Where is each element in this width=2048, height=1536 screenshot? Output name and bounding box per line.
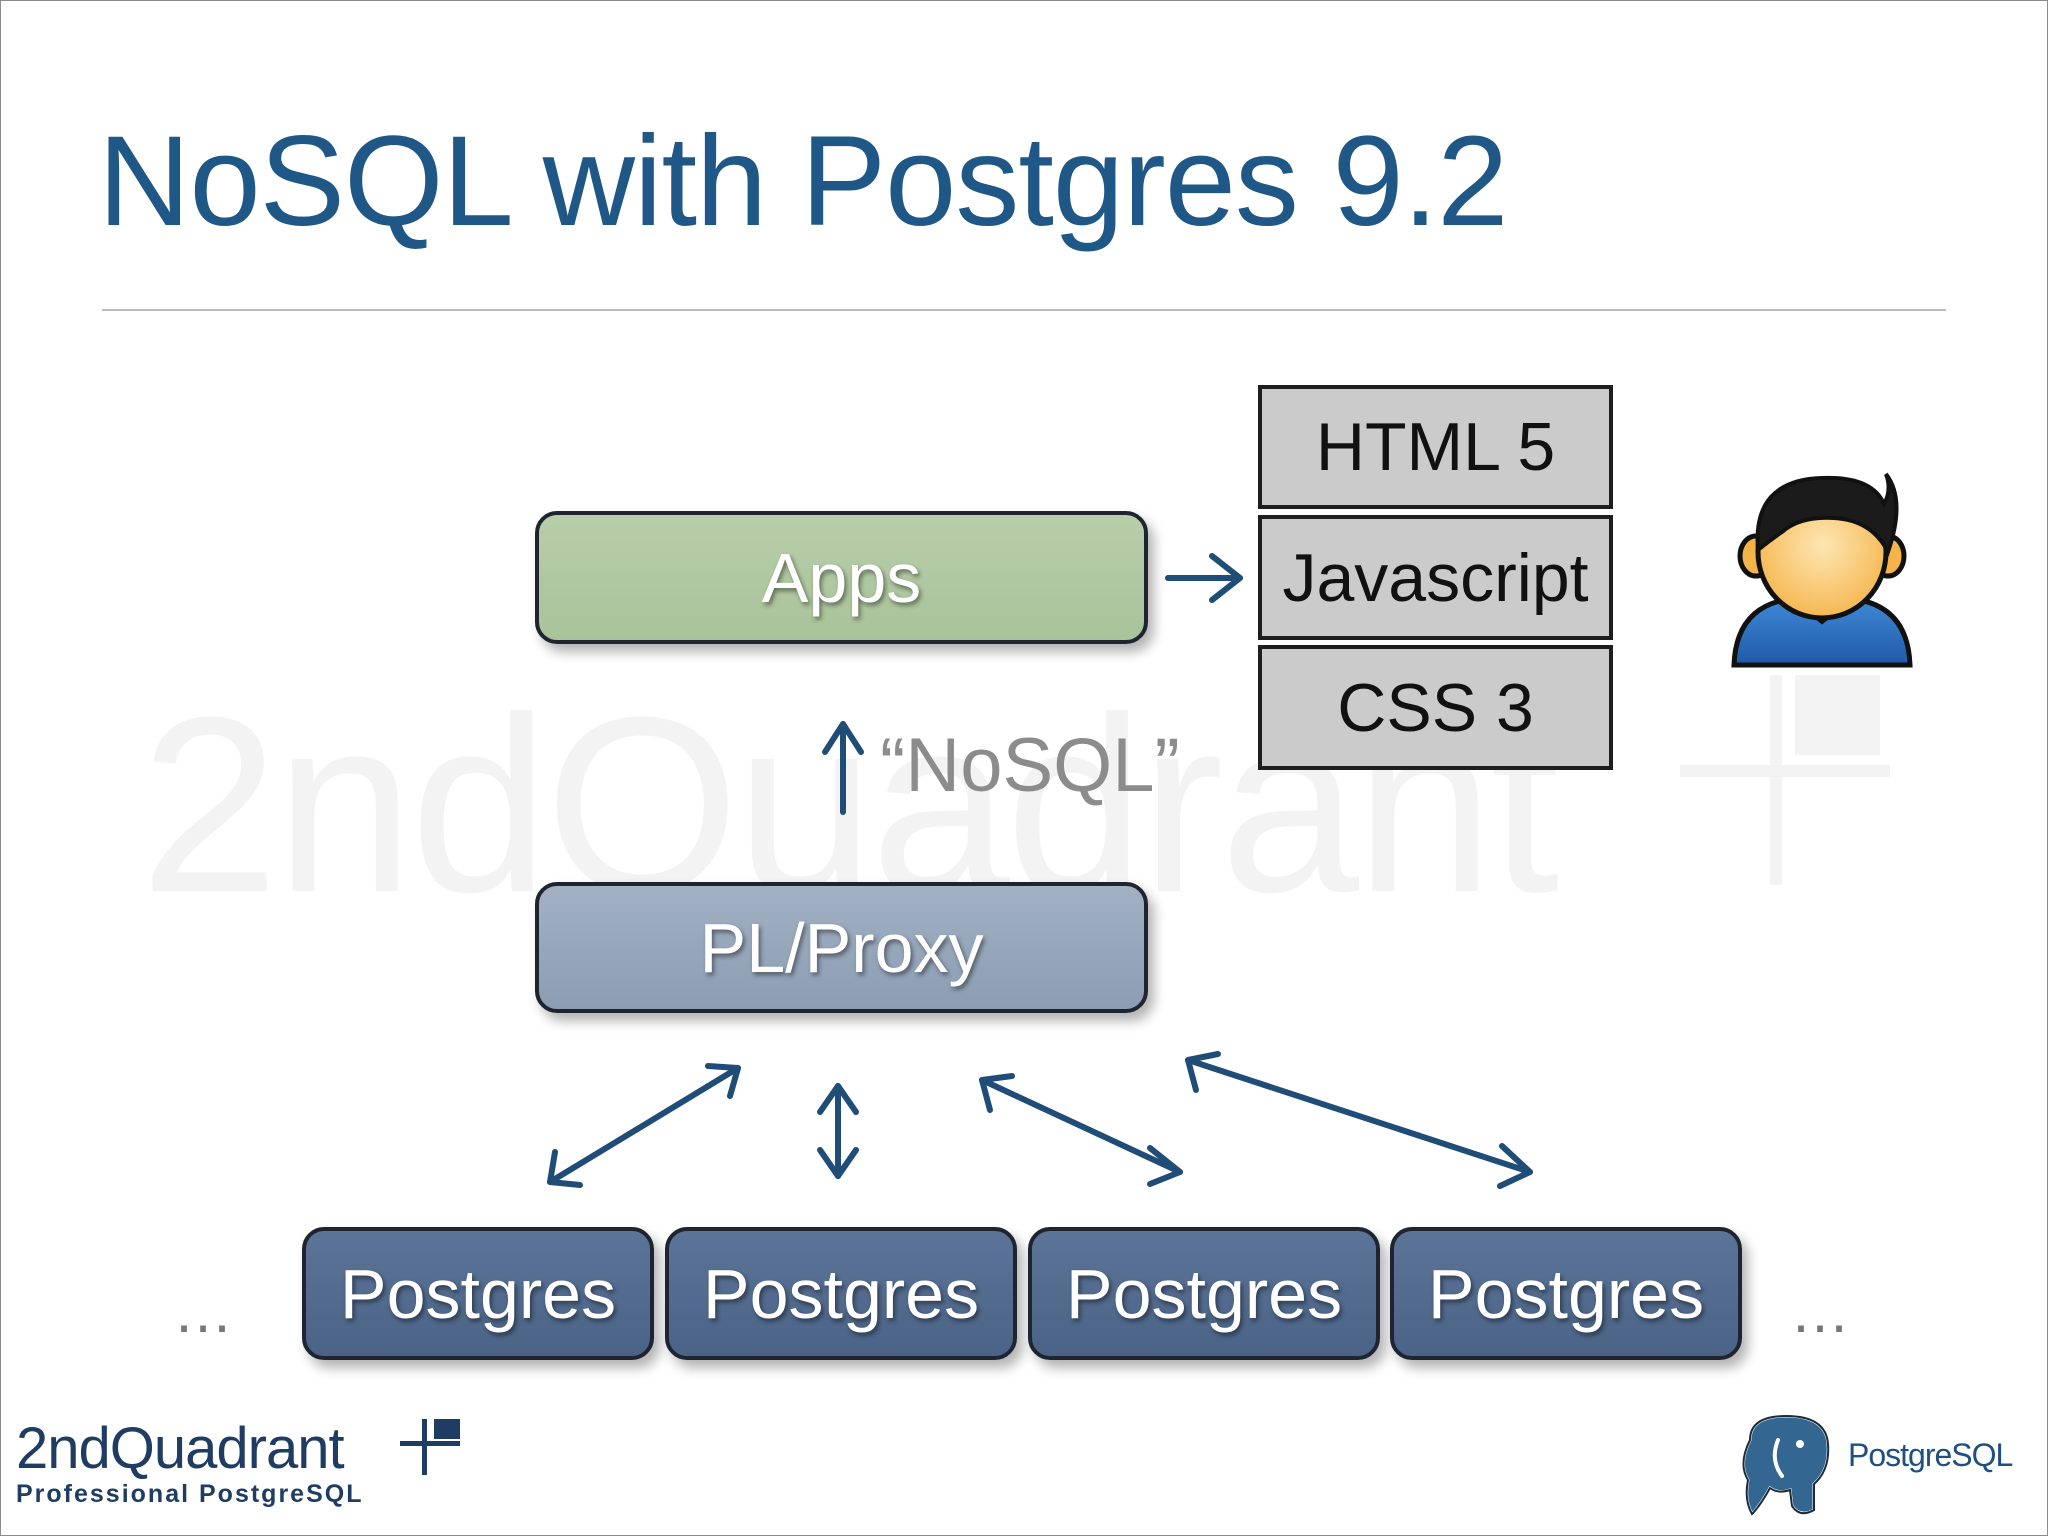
apps-to-web-arrowhead: [1209, 553, 1243, 603]
watermark-logo-mark: [1680, 675, 1890, 885]
company-logo-tagline: Professional PostgreSQL: [16, 1480, 364, 1508]
ellipsis-right: …: [1790, 1278, 1856, 1345]
postgres-node-3: Postgres: [1028, 1227, 1380, 1360]
pg4-proxy-arrow: [1185, 1057, 1533, 1175]
postgres-node-4: Postgres: [1390, 1227, 1742, 1360]
apps-box: Apps: [535, 511, 1148, 644]
ellipsis-left: …: [173, 1278, 239, 1345]
nosql-label: “NoSQL”: [880, 723, 1180, 808]
postgresql-elephant-icon: [1742, 1414, 1830, 1517]
company-logo-mark-icon: [400, 1419, 460, 1475]
pg1-proxy-arrow: [547, 1065, 741, 1185]
company-logo: 2ndQuadrant Professional PostgreSQL: [16, 1420, 363, 1509]
slide-title: NoSQL with Postgres 9.2: [98, 110, 1508, 253]
web-stack-html5: HTML 5: [1258, 385, 1613, 509]
nosql-up-arrowhead: [822, 721, 864, 755]
web-stack-css3: CSS 3: [1258, 645, 1613, 770]
postgres-node-2: Postgres: [665, 1227, 1017, 1360]
company-logo-name: 2ndQuadrant: [16, 1416, 345, 1481]
title-divider: [102, 309, 1946, 311]
postgres-node-1: Postgres: [302, 1227, 654, 1360]
pl-proxy-box: PL/Proxy: [535, 882, 1148, 1013]
user-icon: [1731, 472, 1913, 668]
pg3-proxy-arrow: [979, 1077, 1183, 1175]
postgresql-logo-text: PostgreSQL: [1848, 1437, 2013, 1473]
web-stack-javascript: Javascript: [1258, 515, 1613, 640]
